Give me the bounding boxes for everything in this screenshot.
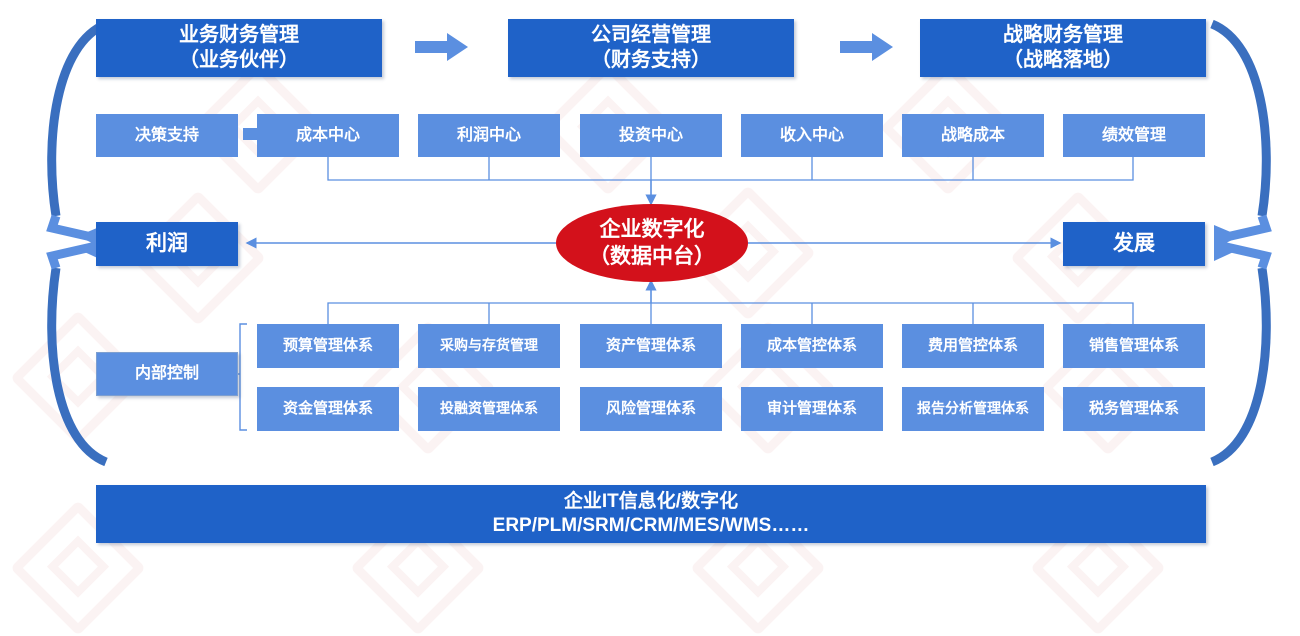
system-box-investment-financing[interactable]: 投融资管理体系: [418, 387, 560, 431]
internal-control-box[interactable]: 内部控制: [96, 352, 238, 396]
system-label: 采购与存货管理: [440, 337, 538, 354]
tier2-box-label: 决策支持: [134, 126, 199, 144]
system-label: 报告分析管理体系: [917, 400, 1029, 417]
tier2-box-label: 投资中心: [618, 126, 683, 144]
tier2-box-label: 收入中心: [779, 126, 844, 144]
pillar-label: 发展: [1113, 231, 1155, 255]
center-ellipse-line1: 企业数字化: [599, 217, 705, 241]
tier2-box-label: 战略成本: [940, 126, 1005, 144]
system-box-audit[interactable]: 审计管理体系: [741, 387, 883, 431]
pillar-box-profit[interactable]: 利润: [96, 222, 238, 266]
system-label: 投融资管理体系: [440, 400, 538, 417]
system-label: 销售管理体系: [1088, 336, 1179, 354]
tier2-box-cost-center[interactable]: 成本中心: [257, 114, 399, 157]
footer-line2: ERP/PLM/SRM/CRM/MES/WMS……: [492, 515, 810, 536]
tier2-box-strategic-cost[interactable]: 战略成本: [902, 114, 1044, 157]
center-ellipse-digitalization[interactable]: 企业数字化 （数据中台）: [556, 204, 748, 282]
internal-control-label: 内部控制: [134, 365, 199, 382]
system-box-cost-control[interactable]: 成本管控体系: [741, 324, 883, 368]
footer-bar-it-digitalization[interactable]: 企业IT信息化/数字化 ERP/PLM/SRM/CRM/MES/WMS……: [96, 485, 1206, 543]
pillar-box-development[interactable]: 发展: [1063, 222, 1205, 266]
tier1-box-line2: （战略落地）: [1003, 49, 1123, 71]
tier2-box-revenue-center[interactable]: 收入中心: [741, 114, 883, 157]
tier1-box-company-operation[interactable]: 公司经营管理 （财务支持）: [508, 19, 794, 77]
system-label: 资金管理体系: [282, 399, 373, 417]
system-box-report-analysis[interactable]: 报告分析管理体系: [902, 387, 1044, 431]
tier1-box-strategic-finance[interactable]: 战略财务管理 （战略落地）: [920, 19, 1206, 77]
system-box-tax[interactable]: 税务管理体系: [1063, 387, 1205, 431]
system-box-asset[interactable]: 资产管理体系: [580, 324, 722, 368]
system-label: 成本管控体系: [766, 336, 857, 354]
tier1-box-line2: （业务伙伴）: [179, 49, 299, 71]
tier2-box-decision-support[interactable]: 决策支持: [96, 114, 238, 157]
system-label: 税务管理体系: [1088, 399, 1179, 417]
tier2-box-performance-management[interactable]: 绩效管理: [1063, 114, 1205, 157]
system-box-funds[interactable]: 资金管理体系: [257, 387, 399, 431]
system-box-risk[interactable]: 风险管理体系: [580, 387, 722, 431]
tier2-box-label: 成本中心: [295, 126, 360, 144]
tier2-box-profit-center[interactable]: 利润中心: [418, 114, 560, 157]
tier1-box-line1: 公司经营管理: [591, 24, 711, 46]
system-box-expense-control[interactable]: 费用管控体系: [902, 324, 1044, 368]
system-box-procurement-inventory[interactable]: 采购与存货管理: [418, 324, 560, 368]
center-ellipse-line2: （数据中台）: [589, 245, 715, 268]
system-label: 审计管理体系: [766, 399, 857, 417]
tier1-box-business-finance[interactable]: 业务财务管理 （业务伙伴）: [96, 19, 382, 77]
footer-line1: 企业IT信息化/数字化: [563, 491, 739, 513]
tier1-box-line1: 战略财务管理: [1003, 24, 1123, 46]
tier2-box-label: 利润中心: [456, 126, 521, 144]
system-label: 资产管理体系: [605, 336, 696, 354]
pillar-label: 利润: [146, 231, 188, 255]
system-label: 风险管理体系: [605, 399, 696, 417]
tier2-box-label: 绩效管理: [1101, 126, 1166, 144]
system-box-budget[interactable]: 预算管理体系: [257, 324, 399, 368]
tier2-box-investment-center[interactable]: 投资中心: [580, 114, 722, 157]
tier1-box-line2: （财务支持）: [591, 49, 711, 71]
tier1-box-line1: 业务财务管理: [179, 24, 299, 46]
system-label: 预算管理体系: [282, 336, 373, 354]
system-box-sales[interactable]: 销售管理体系: [1063, 324, 1205, 368]
diagram-canvas: 业务财务管理 （业务伙伴） 公司经营管理 （财务支持） 战略财务管理 （战略落地…: [0, 0, 1300, 600]
system-label: 费用管控体系: [927, 336, 1018, 354]
